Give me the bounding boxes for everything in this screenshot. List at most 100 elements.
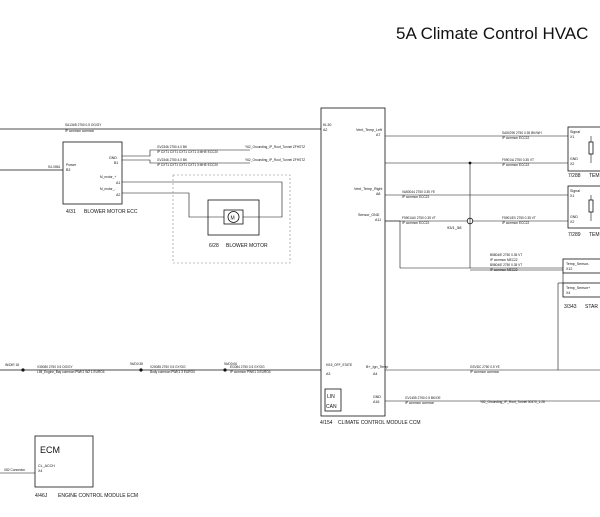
ecm-box (34, 435, 94, 488)
sensor1-gnd-pin: X2 (570, 162, 574, 166)
sensor3-gnd-pin: X4 (566, 291, 570, 295)
sensor2-signal-pin: X1 (570, 194, 574, 198)
sensor3-name: STAR (585, 304, 598, 310)
ccm-vent-right-label: Vent_Temp_Right (354, 187, 382, 191)
bus-wire-4-sub: IP common common (470, 370, 499, 374)
ecc-motor-pos-pin: A1 (116, 181, 120, 185)
sensor2-wire-gnd-sub: IP common ECC22 (502, 221, 529, 225)
ccm-sensor-gnd-label: Sensor_GND (358, 213, 380, 217)
ccm-id: 4/154 (320, 420, 333, 426)
lin-can-box (324, 388, 342, 412)
blower-ecc-box (62, 141, 123, 205)
sensor2-wire-signal-sub: IP common ECC22 (402, 195, 429, 199)
ccm-gnd-wire-dest: Y82_Grounding_IP_Roof_Tunnel 30470_1:28 (480, 400, 545, 404)
sensor3-wire-gnd-label: B5804/E 2750 0.35 VT (490, 263, 522, 267)
bus-wire-3-sub: IP common PWK1 3 EURO4 (230, 370, 271, 374)
blower-motor-id: 6/28 (209, 243, 219, 249)
bus-node-2-label: 94/D0:06 (224, 362, 237, 366)
sensor1-wire-signal-label: SA50290 2750 0.35 BK/WH (502, 131, 542, 135)
ecc-motor-pos-label: M_motor_+ (100, 175, 116, 179)
sensor3-wire-signal-label: B5804/E 2750 0.35 VT (490, 253, 522, 257)
ccm-name: CLIMATE CONTROL MODULE CCM (338, 420, 421, 426)
can-label: CAN (326, 404, 337, 410)
sensor1-name: TEM (589, 173, 600, 179)
blower-ecc-name: BLOWER MOTOR ECC (84, 209, 138, 215)
sensor3-box-top (562, 258, 600, 274)
ignition-in-label: IN/DIR 18 (5, 363, 19, 367)
ecc-gnd-pin-label: GND (109, 156, 117, 160)
sensor3-box-bottom (562, 282, 600, 298)
ecc-gnd-wire-2-dest: Y62_Grounding_IP_Roof_Tunnel ZFHSTZ (245, 158, 305, 162)
sensor2-wire-gnd-label: F5901/E0 2750 0.35 VT (502, 216, 536, 220)
sensor2-wire-signal-label: VA50044 2750 0.35 YE (402, 190, 435, 194)
sensor1-resistor-icon (588, 141, 594, 155)
ccm-gnd-label: GND (373, 395, 381, 399)
ccm-box (320, 107, 386, 417)
blower-motor-name: BLOWER MOTOR (226, 243, 268, 249)
ccm-vent-right-pin: A8 (376, 192, 380, 196)
ccm-gnd-pin: A16 (373, 400, 379, 404)
sensor2-name: TEM (589, 232, 600, 238)
motor-icon (227, 211, 240, 223)
bus-node-2 (223, 368, 227, 372)
sensor3-wire-signal-sub: IP common MEC22 (490, 258, 518, 262)
splice-wire-sub: IP common ECC22 (402, 221, 429, 225)
lin-label: LIN (327, 394, 335, 400)
ecm-name: ENGINE CONTROL MODULE ECM (58, 493, 138, 499)
ecc-gnd-wire-1-sub: IP CXT1 CXT1 CXT1 CXT1 3 MHE ECC20 (157, 150, 218, 154)
ecc-gnd-pin: B1 (114, 161, 118, 165)
ecc-power-pin: B3 (66, 168, 70, 172)
ccm-ign-label: B+_Ign_Temp (366, 365, 388, 369)
blower-ecc-id: 4/31 (66, 209, 76, 215)
splice-wire-label: F5901/A0 2750 0.35 VT (402, 216, 436, 220)
ccm-vent-left-label: Vent_Temp_Left (356, 128, 382, 132)
blower-motor-area (172, 174, 291, 264)
motor-symbol-text: M (231, 216, 235, 222)
splice-label: 93/1_58 (447, 225, 462, 230)
sensor2-signal-label: Signal (570, 189, 580, 193)
ccm-top-pin-label: KL30 (323, 123, 331, 127)
sensor1-signal-pin: X1 (570, 135, 574, 139)
motor-pos-wire (122, 181, 283, 218)
bus-wire-1-label: V30080 2750 0.5 OG/GY (37, 365, 73, 369)
ecc-motor-neg-label: M_motor_- (100, 187, 115, 191)
ccm-vent-left-pin: A7 (376, 133, 380, 137)
sensor2-gnd-pin: X2 (570, 220, 574, 224)
ecc-gnd-wire-1-label: GV2346 2750 4.0 BK (157, 145, 188, 149)
sensor2-box (567, 185, 600, 229)
ccm-kl15-pin: A3 (326, 372, 330, 376)
ecm-pin-label: CL_ACCH (38, 464, 55, 468)
sensor2-gnd-label: GND (570, 215, 578, 219)
ecc-gnd-wire-2 (122, 159, 250, 164)
sensor1-id: 7/288 (568, 173, 581, 179)
sensor1-wire-gnd-sub: IP common ECC22 (502, 163, 529, 167)
ecc-power-pin-label: Power (66, 163, 77, 167)
bus-wire-2-label: V20085 2750 0.5 GY/OG (150, 365, 186, 369)
ecm-pin: X4 (38, 469, 42, 473)
splice-junction (468, 161, 472, 165)
ccm-gnd-wire-sub: IP common common (405, 401, 434, 405)
ecc-power-in-label: S4-V861 (48, 165, 61, 169)
ccm-top-pin: A2 (323, 128, 327, 132)
ccm-gnd-wire-label: GV1455 2750 0.5 BK/OE (405, 396, 441, 400)
bus-node-1-label: 94/D0:38 (130, 362, 143, 366)
ecc-gnd-wire-1-dest: Y62_Grounding_IP_Roof_Tunnel ZFHSTZ (245, 145, 305, 149)
bus-wire-1-sub: LIM_Engine_Bay common PWK1 W2 1 EURO4 (37, 370, 105, 374)
sensor1-wire-gnd-label: F5901/A 2750 0.35 VT (502, 158, 534, 162)
sensor1-wire-signal-sub: IP common ECC22 (502, 136, 529, 140)
ecc-gnd-wire-1 (122, 149, 250, 157)
ecm-label: ECM (40, 445, 60, 455)
sensor3-id: 3/343 (564, 304, 577, 310)
bus-wire-2-sub: Body common PWK1 3 EURO4 (150, 370, 195, 374)
sensor1-signal-label: Signal (570, 130, 580, 134)
ecm-in-label: X82 Connector (4, 468, 26, 472)
ecc-motor-neg-pin: A2 (116, 193, 120, 197)
sensor2-resistor-icon (588, 199, 594, 213)
motor-neg-wire (122, 192, 208, 218)
ecc-gnd-wire-2-sub: IP CXT1 CXT1 CXT1 CXT1 3 MHE ECC20 (157, 163, 218, 167)
sensor1-gnd-label: GND (570, 157, 578, 161)
ccm-kl15-label: Kl15_OFF_STATE (326, 363, 352, 367)
sensor1-box (567, 126, 600, 172)
